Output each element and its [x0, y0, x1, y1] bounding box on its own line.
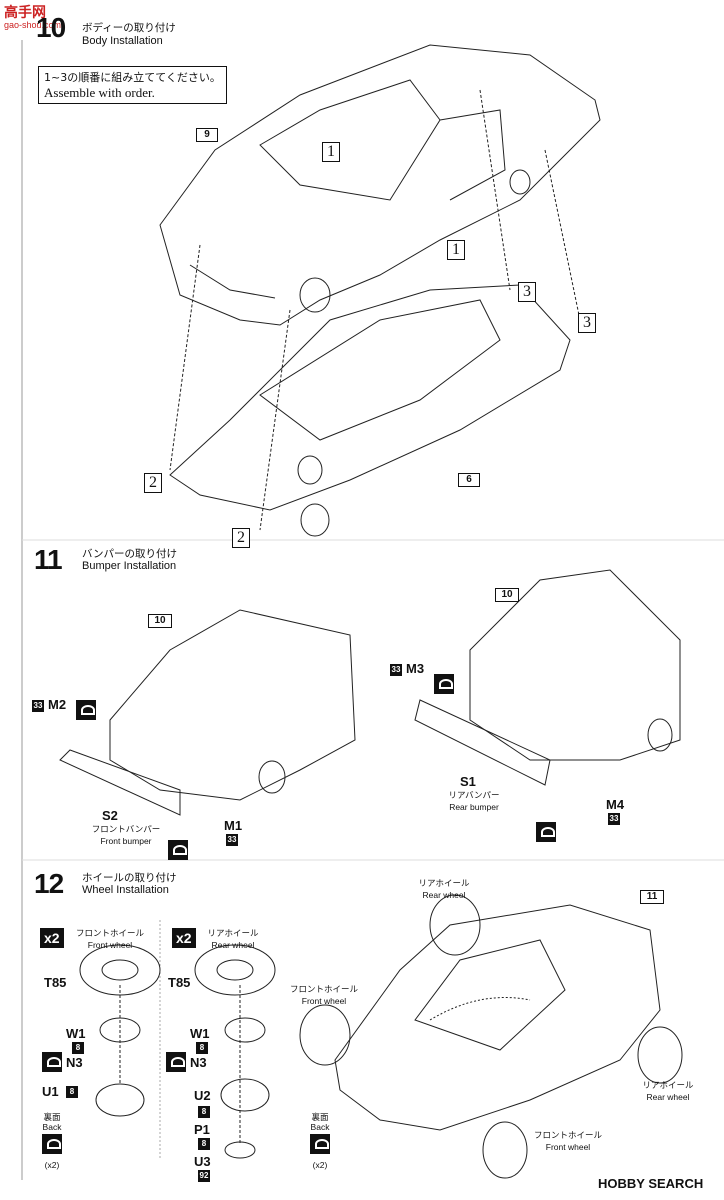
- watermark-site: 高手网: [4, 4, 46, 20]
- part-10-front-tag: 10: [148, 614, 172, 628]
- step10-title-ja: ボディーの取り付け: [82, 22, 176, 34]
- rear-back-ja: 裏面: [311, 1112, 329, 1122]
- s2-label-en: Front bumper: [100, 836, 152, 846]
- count-x2-front: x2: [40, 928, 64, 948]
- order-mark-1a: 1: [322, 142, 340, 162]
- rear-back-count: (x2): [312, 1160, 328, 1170]
- part-m3-label: M3: [406, 661, 425, 676]
- s1-label-en: Rear bumper: [449, 802, 499, 812]
- rear-part-u3: U3: [194, 1154, 211, 1169]
- rear-code-92: 92: [198, 1170, 210, 1182]
- step11-title-en: Bumper Installation: [82, 560, 177, 572]
- rear-code-8b: 8: [198, 1106, 210, 1118]
- watermark-url: gao-shou.com: [4, 20, 62, 30]
- part-11-tag: 11: [640, 890, 664, 904]
- front-back-count: (x2): [44, 1160, 60, 1170]
- rear-wheel-ja: リアホイール: [207, 928, 259, 938]
- step-number-10: 10: [36, 12, 66, 43]
- front-part-u1: U1: [42, 1084, 59, 1099]
- paint-code-33-m3: 33: [390, 664, 402, 676]
- car-rear-wheel-en-2: Rear wheel: [646, 1092, 690, 1102]
- rear-part-n3: N3: [190, 1055, 207, 1070]
- back-icon-rear: [310, 1134, 330, 1154]
- note-ja: 1~3の順番に組み立ててください。: [44, 71, 221, 84]
- car-rear-wheel-en: Rear wheel: [422, 890, 466, 900]
- step-number-11: 11: [34, 544, 63, 575]
- glue-icon-m4: [536, 822, 556, 842]
- order-mark-3b: 3: [578, 313, 596, 333]
- part-m4-label: M4: [606, 797, 625, 812]
- rear-part-t85: T85: [168, 975, 191, 990]
- order-mark-2a: 2: [144, 473, 162, 493]
- step-number-12: 12: [34, 868, 64, 899]
- rear-wheel-en: Rear wheel: [211, 940, 255, 950]
- car-rear-wheel-ja: リアホイール: [418, 878, 470, 888]
- order-mark-2b: 2: [232, 528, 250, 548]
- note-en: Assemble with order.: [44, 85, 155, 100]
- rear-code-8c: 8: [198, 1138, 210, 1150]
- car-front-wheel-en-2: Front wheel: [545, 1142, 591, 1152]
- paint-code-33-m1: 33: [226, 834, 238, 846]
- part-9-tag: 9: [196, 128, 218, 142]
- rear-part-p1: P1: [194, 1122, 210, 1137]
- part-s1-label: S1: [460, 774, 476, 789]
- footer-logo: HOBBY SEARCH: [598, 1176, 704, 1191]
- front-back-en: Back: [42, 1122, 62, 1132]
- glue-icon-m2: [76, 700, 96, 720]
- glue-icon-front-n3: [42, 1052, 62, 1072]
- step12-title-ja: ホイールの取り付け: [82, 872, 177, 884]
- part-m1-label: M1: [224, 818, 243, 833]
- part-6-tag: 6: [458, 473, 480, 487]
- s1-label-ja: リアバンパー: [448, 790, 500, 800]
- rear-part-w1: W1: [190, 1026, 210, 1041]
- glue-icon-rear-n3: [166, 1052, 186, 1072]
- order-mark-3a: 3: [518, 282, 536, 302]
- watermark-logo: 高手网: [4, 2, 46, 22]
- glue-icon-m3: [434, 674, 454, 694]
- step10-title-en: Body Installation: [82, 35, 163, 47]
- front-code-8b: 8: [66, 1086, 78, 1098]
- front-wheel-ja: フロントホイール: [75, 928, 144, 938]
- s2-label-ja: フロントバンパー: [91, 824, 161, 834]
- assembly-note: 1~3の順番に組み立ててください。 Assemble with order.: [38, 66, 227, 104]
- order-mark-1b: 1: [447, 240, 465, 260]
- part-s2-label: S2: [102, 808, 118, 823]
- glue-icon-m1: [168, 840, 188, 860]
- step12-title-en: Wheel Installation: [82, 884, 169, 896]
- rear-code-8a: 8: [196, 1042, 208, 1054]
- count-x2-rear: x2: [172, 928, 196, 948]
- front-wheel-en: Front wheel: [87, 940, 133, 950]
- car-front-wheel-ja-2: フロントホイール: [533, 1130, 602, 1140]
- step11-title-ja: バンパーの取り付け: [82, 548, 178, 560]
- rear-part-u2: U2: [194, 1088, 211, 1103]
- front-code-8a: 8: [72, 1042, 84, 1054]
- front-back-ja: 裏面: [43, 1112, 61, 1122]
- front-part-t85: T85: [44, 975, 67, 990]
- front-part-w1: W1: [66, 1026, 86, 1041]
- part-10-rear-tag: 10: [495, 588, 519, 602]
- back-icon-front: [42, 1134, 62, 1154]
- paint-code-33-m4: 33: [608, 813, 620, 825]
- paint-code-33-m2: 33: [32, 700, 44, 712]
- part-m2-label: M2: [48, 697, 67, 712]
- rear-back-en: Back: [310, 1122, 330, 1132]
- car-front-wheel-en: Front wheel: [301, 996, 347, 1006]
- front-part-n3: N3: [66, 1055, 83, 1070]
- car-front-wheel-ja: フロントホイール: [289, 984, 358, 994]
- car-rear-wheel-ja-2: リアホイール: [642, 1080, 694, 1090]
